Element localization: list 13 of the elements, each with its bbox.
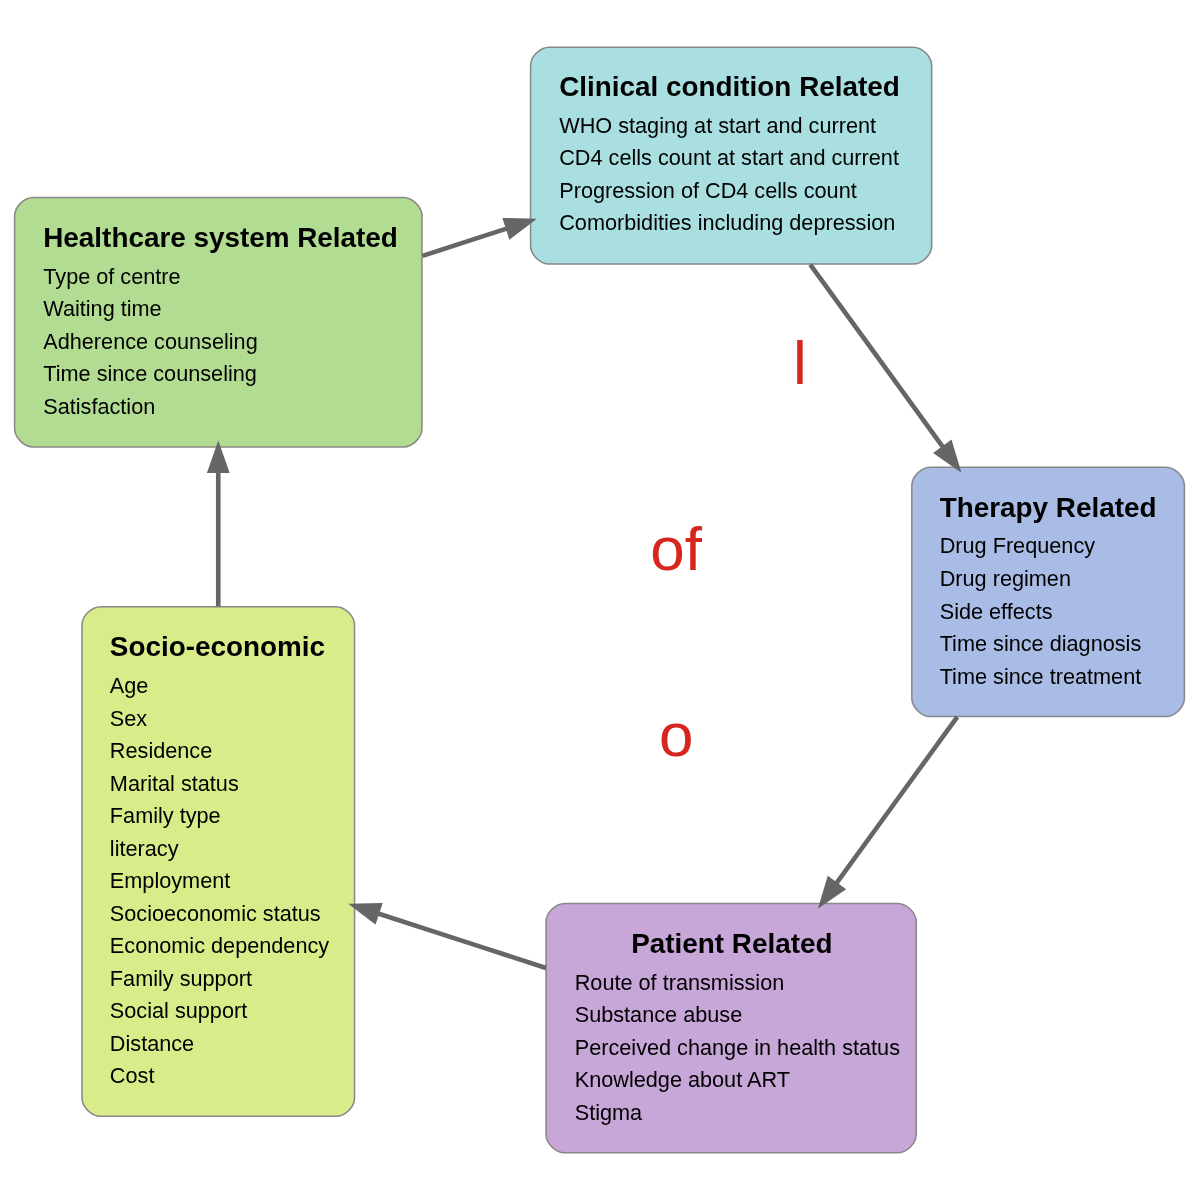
label: l [793,328,807,398]
node-box: Healthcare system Related Type of centre Waiting time Adherence counseling Time since counseling Satisfaction [13,196,423,448]
node-box: Socio-economic Age Sex Residence Marital status Family type literacy Employment Socioeconomic status Economic dependency Family support Social support Distance Cost [81,605,356,1118]
node-box: Patient Related Route of transmission Substance abuse Perceived change in health status Knowledge about ART Stigma [545,902,917,1154]
arrow [421,217,537,259]
node-box: Therapy Related Drug Frequency Drug regimen Side effects Time since diagnosis Time since treatment [911,466,1186,718]
node-box: Clinical condition Related WHO staging at start and current CD4 cells count at start and current Progression of CD4 cells count Comorbidities including depression [529,46,933,265]
label: of [650,514,702,584]
arrow [808,263,962,473]
label: o [658,700,694,770]
arrow [206,440,230,607]
arrow [348,902,547,971]
arrow [817,715,960,909]
